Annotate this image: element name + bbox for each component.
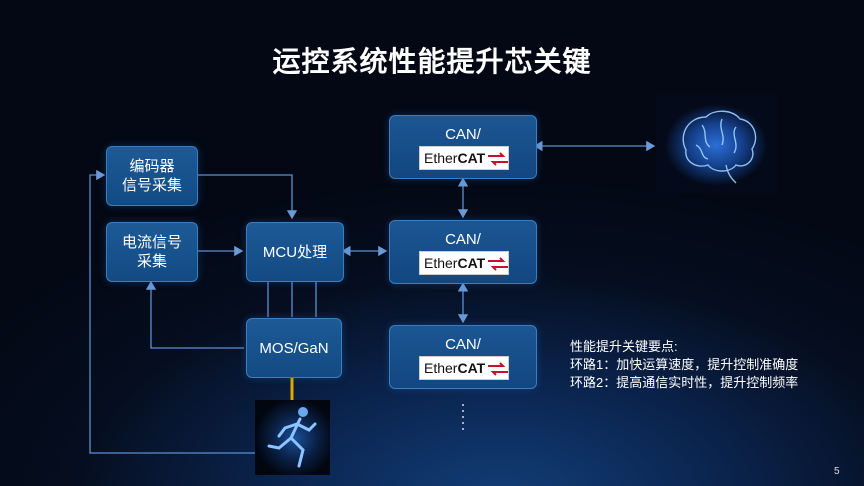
can-block-middle: CAN/ EtherCAT — [389, 220, 537, 284]
ethercat-logo: EtherCAT — [419, 251, 509, 275]
can-block-top: CAN/ EtherCAT — [389, 115, 537, 179]
ethercat-logo: EtherCAT — [419, 356, 509, 380]
brain-icon — [682, 110, 757, 184]
mos-label: MOS/GaN — [259, 339, 329, 357]
mcu-label: MCU处理 — [262, 243, 328, 261]
mcu-block: MCU处理 — [246, 222, 344, 282]
encoder-signal-block: 编码器 信号采集 — [106, 146, 198, 206]
can-label: CAN/ — [445, 231, 481, 248]
can-label: CAN/ — [445, 126, 481, 143]
encoder-to-mcu-arrow — [198, 174, 298, 220]
slide-title: 运控系统性能提升芯关键 — [272, 46, 592, 77]
ethercat-arrows-icon — [488, 257, 508, 271]
ethercat-logo: EtherCAT — [419, 146, 509, 170]
key-points-notes: 性能提升关键要点: 环路1：加快运算速度，提升控制准确度 环路2：提高通信实时性… — [570, 338, 798, 392]
page-number: 5 — [834, 466, 840, 477]
can-block-bottom: CAN/ EtherCAT — [389, 325, 537, 389]
encoder-line1: 编码器 — [129, 158, 175, 175]
current-line2: 采集 — [136, 253, 167, 270]
encoder-line2: 信号采集 — [121, 177, 182, 194]
outer-loop-arrow — [89, 169, 255, 454]
can-label: CAN/ — [445, 336, 481, 353]
current-signal-block: 电流信号 采集 — [106, 222, 198, 282]
runner-icon — [267, 407, 317, 468]
mos-gan-block: MOS/GaN — [246, 318, 342, 378]
ellipsis-dots — [462, 404, 464, 430]
brain-image — [656, 95, 777, 193]
runner-image — [255, 400, 330, 475]
notes-heading: 性能提升关键要点: — [570, 339, 678, 354]
current-line1: 电流信号 — [121, 234, 182, 251]
ethercat-arrows-icon — [488, 152, 508, 166]
notes-loop2: 环路2：提高通信实时性，提升控制频率 — [570, 375, 799, 390]
mos-to-current-arrow — [145, 280, 244, 349]
notes-loop1: 环路1：加快运算速度，提升控制准确度 — [570, 357, 799, 372]
ethercat-arrows-icon — [488, 362, 508, 376]
